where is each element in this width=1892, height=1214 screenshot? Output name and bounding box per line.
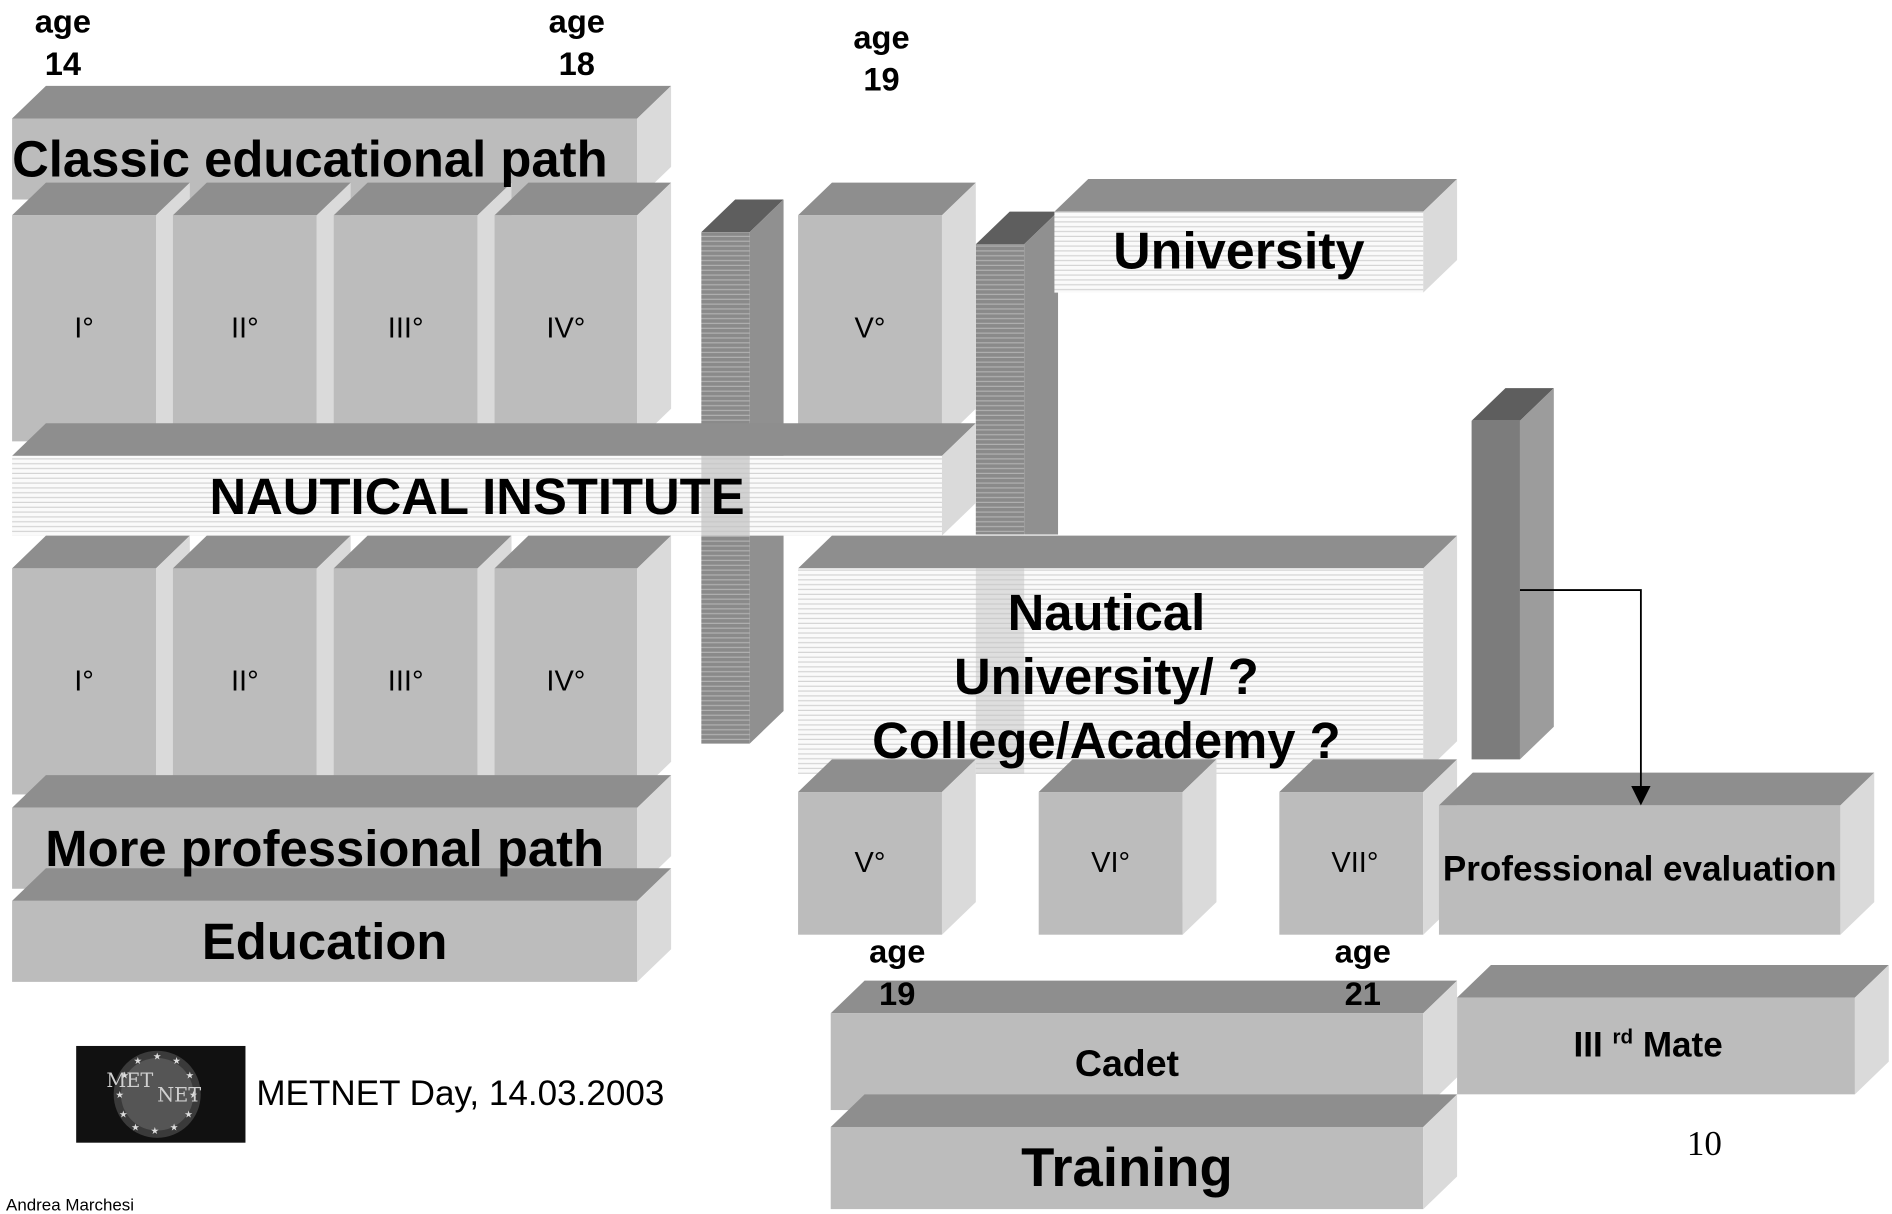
nautical-university-label: Nautical University/ ? College/Academy ? bbox=[872, 584, 1341, 770]
third-mate-label: III rd Mate bbox=[1573, 1025, 1723, 1065]
top-year-4: IV° bbox=[546, 311, 586, 345]
svg-text:★: ★ bbox=[150, 1126, 159, 1137]
third-mate-bar bbox=[1457, 964, 1889, 1095]
svg-text:★: ★ bbox=[184, 1109, 193, 1120]
top-year-2: II° bbox=[230, 311, 259, 345]
svg-text:★: ★ bbox=[153, 1051, 162, 1062]
svg-text:★: ★ bbox=[170, 1123, 179, 1134]
author-credit: Andrea Marchesi bbox=[6, 1194, 135, 1214]
education-label: Education bbox=[201, 912, 448, 970]
university-label: University bbox=[1113, 222, 1365, 281]
nautical-university-box bbox=[798, 535, 1458, 774]
higher-year-5: V° bbox=[854, 846, 886, 880]
higher-year-6: VI° bbox=[1091, 846, 1131, 880]
cadet-label: Cadet bbox=[1074, 1042, 1180, 1085]
evaluation-pillar bbox=[1471, 388, 1554, 760]
top-year-boxes bbox=[12, 182, 976, 442]
bottom-year-4: IV° bbox=[546, 665, 586, 698]
education-bar bbox=[12, 868, 672, 982]
top-year-1: I° bbox=[74, 311, 94, 345]
bottom-year-3: III° bbox=[387, 665, 424, 698]
logo-text-met: MET bbox=[106, 1068, 154, 1092]
logo-text-net: NET bbox=[157, 1083, 202, 1107]
metnet-logo: ★★★ ★★★ ★★★ ★★★ bbox=[76, 1045, 246, 1143]
evaluation-arrow bbox=[1519, 589, 1651, 806]
bottom-year-1: I° bbox=[74, 665, 94, 698]
nautical-institute-label: NAUTICAL INSTITUTE bbox=[209, 467, 745, 525]
university-bar bbox=[1054, 178, 1458, 293]
connector-pillar-right bbox=[975, 211, 1059, 535]
training-bar bbox=[830, 1094, 1458, 1210]
training-label: Training bbox=[1021, 1136, 1233, 1199]
top-year-5: V° bbox=[854, 311, 886, 345]
classic-path-title: Classic educational path bbox=[12, 130, 608, 188]
page-number: 10 bbox=[1686, 1124, 1722, 1164]
higher-year-7: VII° bbox=[1331, 846, 1379, 880]
svg-text:★: ★ bbox=[189, 1090, 198, 1101]
svg-text:★: ★ bbox=[172, 1056, 181, 1067]
cadet-bar bbox=[830, 980, 1458, 1111]
svg-text:★: ★ bbox=[186, 1071, 195, 1082]
svg-text:★: ★ bbox=[131, 1123, 140, 1134]
professional-evaluation-label: Professional evaluation bbox=[1442, 850, 1837, 889]
professional-path-title: More professional path bbox=[45, 819, 605, 877]
top-year-3: III° bbox=[387, 311, 424, 345]
svg-text:★: ★ bbox=[120, 1071, 129, 1082]
higher-year-boxes bbox=[798, 759, 1458, 935]
bottom-year-boxes bbox=[12, 535, 672, 795]
svg-text:★: ★ bbox=[119, 1109, 128, 1120]
svg-text:★: ★ bbox=[115, 1090, 124, 1101]
professional-evaluation-bar bbox=[1438, 772, 1875, 935]
event-caption: METNET Day, 14.03.2003 bbox=[256, 1074, 665, 1114]
bottom-year-2: II° bbox=[230, 665, 259, 698]
svg-text:★: ★ bbox=[134, 1056, 143, 1067]
nautical-institute-bar bbox=[12, 423, 976, 536]
pillar-overlap bbox=[701, 455, 750, 536]
